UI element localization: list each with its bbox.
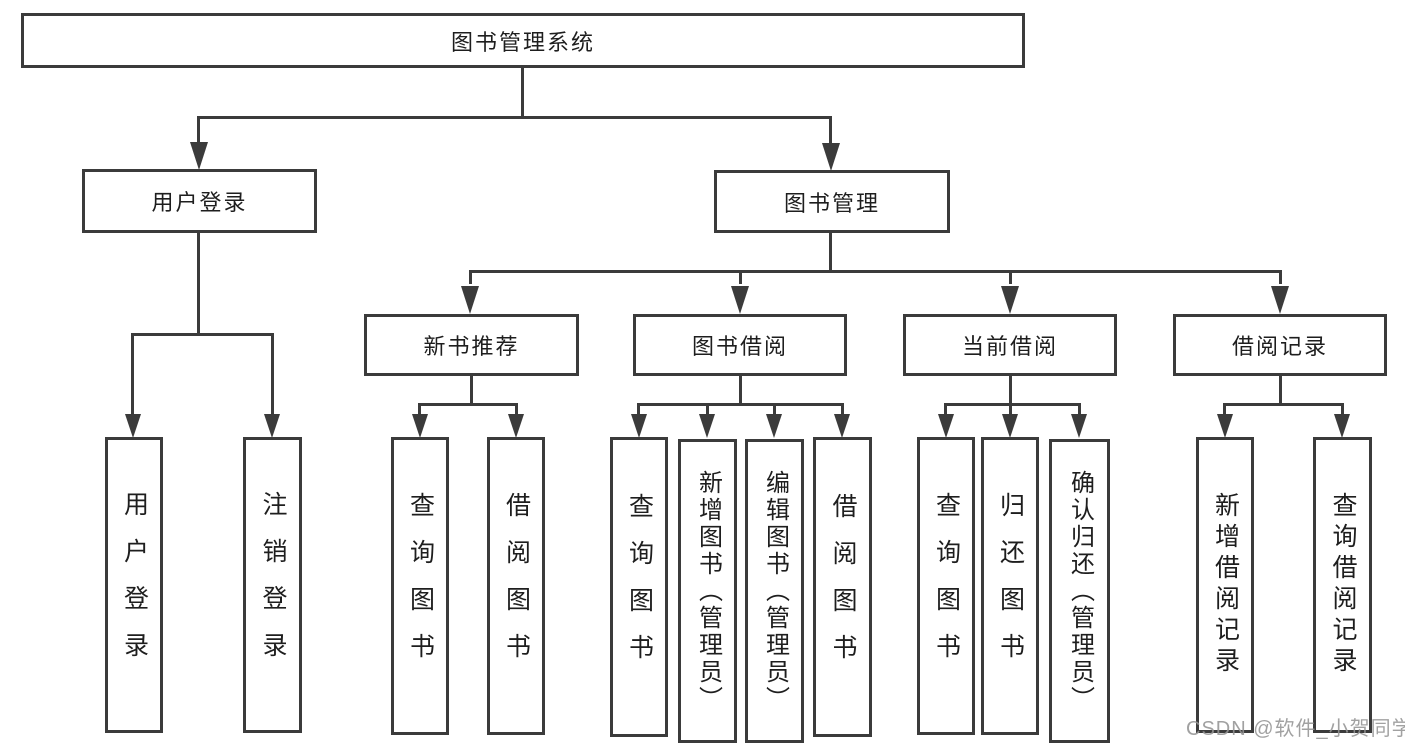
node-logout-label: 注销登录: [259, 491, 287, 679]
node-query-borrow-record: 查询借阅记录: [1313, 437, 1372, 733]
node-new-book-recommendation-label: 新书推荐: [423, 334, 520, 359]
node-book-borrowing: 图书借阅: [633, 314, 847, 376]
connector-borrowing-stem: [739, 374, 742, 406]
arrowhead-down: [508, 414, 524, 438]
node-book-management: 图书管理: [714, 170, 950, 233]
node-new-book-recommendation: 新书推荐: [364, 314, 579, 376]
connector-records-stem: [1279, 374, 1282, 406]
arrowhead-down: [1071, 414, 1087, 438]
connector-book-mgmt-drop: [829, 116, 832, 144]
node-current-borrowing: 当前借阅: [903, 314, 1117, 376]
connector-drop: [637, 403, 640, 415]
arrowhead-down: [190, 142, 208, 170]
connector-book-mgmt-stem: [829, 231, 832, 273]
node-borrowing-records-label: 借阅记录: [1231, 334, 1328, 359]
connector-user-login-stem: [197, 231, 200, 335]
connector-current-stem: [1009, 374, 1012, 406]
connector-user-login-drop: [197, 116, 200, 144]
node-logout: 注销登录: [243, 437, 302, 733]
arrowhead-down: [412, 414, 428, 438]
arrowhead-down: [1334, 414, 1350, 438]
connector-recommend-stem: [470, 374, 473, 406]
connector-drop: [1279, 270, 1282, 284]
connector-user-login-bar: [131, 333, 274, 336]
node-confirm-return-admin: 确认归还（管理员）: [1049, 439, 1110, 743]
node-borrow-books-1: 借阅图书: [487, 437, 545, 735]
node-add-books-admin-label: 新增图书（管理员）: [694, 469, 722, 713]
node-query-books-3-label: 查询图书: [932, 492, 961, 680]
arrowhead-down: [766, 414, 782, 438]
node-login-label: 用户登录: [120, 491, 149, 679]
node-query-books-1: 查询图书: [391, 437, 449, 735]
node-user-login-label: 用户登录: [151, 190, 248, 215]
connector-current-bar: [944, 403, 1081, 406]
node-query-books-1-label: 查询图书: [406, 492, 435, 680]
arrowhead-down: [1002, 414, 1018, 438]
arrowhead-down: [822, 143, 840, 171]
node-add-books-admin: 新增图书（管理员）: [678, 439, 737, 743]
connector-drop: [1009, 270, 1012, 284]
node-query-books-2: 查询图书: [610, 437, 668, 737]
connector-drop: [515, 403, 518, 415]
node-query-borrow-record-label: 查询借阅记录: [1329, 492, 1357, 678]
node-add-borrow-record-label: 新增借阅记录: [1211, 492, 1240, 678]
connector-root-bar: [197, 116, 832, 119]
connector-drop: [271, 333, 274, 415]
connector-drop: [841, 403, 844, 415]
arrowhead-down: [834, 414, 850, 438]
node-user-login: 用户登录: [82, 169, 317, 233]
node-edit-books-admin: 编辑图书（管理员）: [745, 439, 804, 743]
arrowhead-down: [699, 414, 715, 438]
csdn-watermark: CSDN @软件_小贺同学: [1186, 718, 1405, 740]
arrowhead-down: [125, 414, 141, 438]
arrowhead-down: [1001, 286, 1019, 314]
connector-drop: [1223, 403, 1226, 415]
arrowhead-down: [1271, 286, 1289, 314]
node-book-borrowing-label: 图书借阅: [691, 334, 788, 359]
node-current-borrowing-label: 当前借阅: [961, 334, 1058, 359]
node-borrow-books-1-label: 借阅图书: [502, 492, 531, 680]
connector-drop: [469, 270, 472, 284]
connector-drop: [706, 403, 709, 415]
node-add-borrow-record: 新增借阅记录: [1196, 437, 1254, 733]
node-return-books: 归还图书: [981, 437, 1039, 735]
arrowhead-down: [731, 286, 749, 314]
connector-drop: [944, 403, 947, 415]
connector-drop: [773, 403, 776, 415]
connector-drop: [739, 270, 742, 284]
node-borrow-books-2-label: 借阅图书: [829, 493, 857, 681]
connector-drop: [1078, 403, 1081, 415]
node-query-books-3: 查询图书: [917, 437, 975, 735]
node-root: 图书管理系统: [21, 13, 1025, 68]
arrowhead-down: [461, 286, 479, 314]
arrowhead-down: [1217, 414, 1233, 438]
node-edit-books-admin-label: 编辑图书（管理员）: [761, 469, 789, 713]
node-return-books-label: 归还图书: [996, 492, 1025, 680]
connector-borrowing-bar: [637, 403, 844, 406]
connector-drop: [1009, 403, 1012, 415]
connector-book-mgmt-bar: [469, 270, 1282, 273]
node-confirm-return-admin-label: 确认归还（管理员）: [1066, 469, 1094, 713]
arrowhead-down: [264, 414, 280, 438]
node-root-label: 图书管理系统: [450, 29, 595, 55]
node-book-management-label: 图书管理: [783, 190, 880, 216]
node-login: 用户登录: [105, 437, 163, 733]
connector-root-stem: [521, 66, 524, 118]
arrowhead-down: [631, 414, 647, 438]
node-borrow-books-2: 借阅图书: [813, 437, 872, 737]
connector-drop: [131, 333, 134, 415]
connector-recommend-bar: [418, 403, 518, 406]
arrowhead-down: [938, 414, 954, 438]
node-borrowing-records: 借阅记录: [1173, 314, 1387, 376]
connector-drop: [1341, 403, 1344, 415]
node-query-books-2-label: 查询图书: [625, 493, 654, 681]
connector-records-bar: [1223, 403, 1344, 406]
connector-drop: [418, 403, 421, 415]
